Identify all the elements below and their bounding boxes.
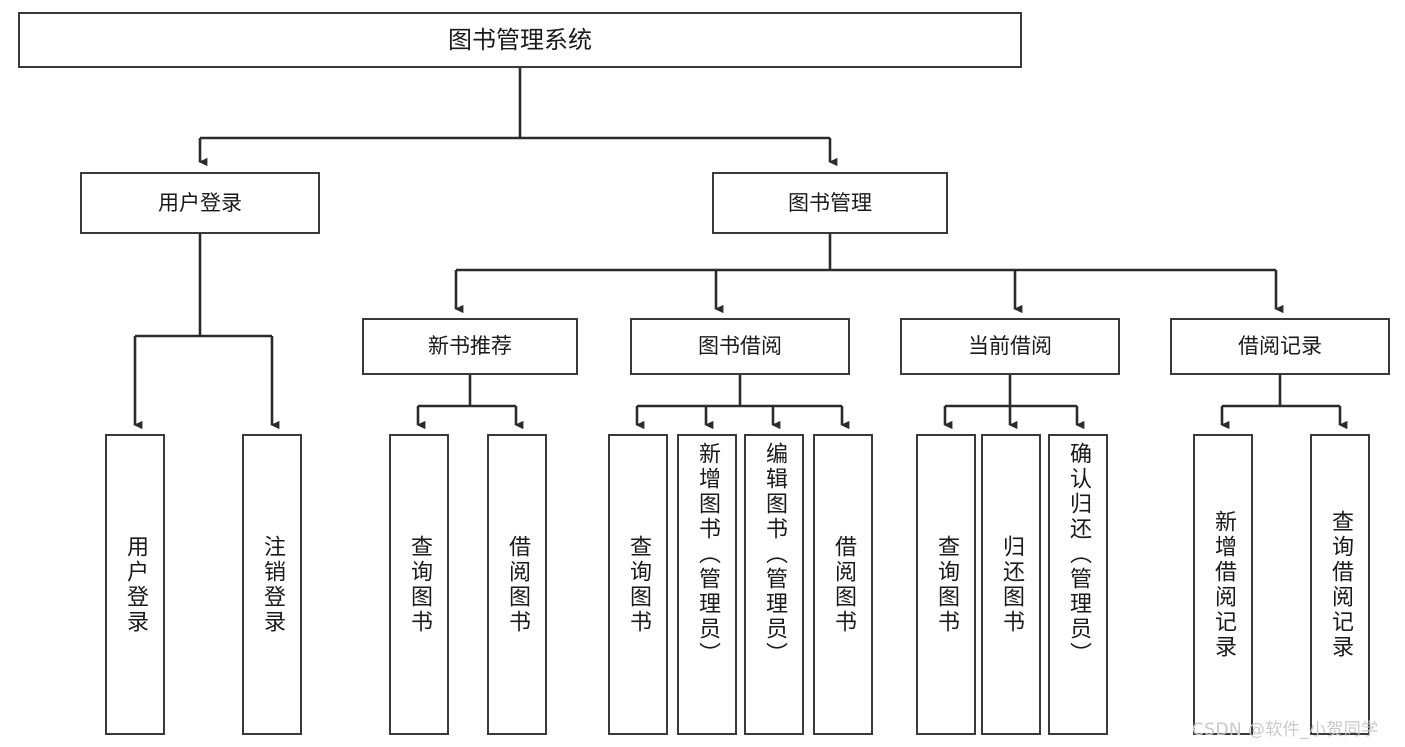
leaf-book-borrow-edit[interactable]: 编辑图书（管理员） <box>744 434 804 735</box>
leaf-book-borrow-lend[interactable]: 借阅图书 <box>813 434 873 735</box>
leaf-current-borrow-confirm-return[interactable]: 确认归还（管理员） <box>1048 434 1108 735</box>
leaf-book-borrow-add[interactable]: 新增图书（管理员） <box>677 434 737 735</box>
leaf-current-borrow-return-label: 归还图书 <box>999 534 1024 635</box>
node-new-book-recommend-label: 新书推荐 <box>428 334 512 359</box>
node-book-management-label: 图书管理 <box>788 190 872 215</box>
leaf-book-borrow-lend-label: 借阅图书 <box>831 534 856 635</box>
node-root[interactable]: 图书管理系统 <box>18 12 1022 68</box>
node-book-borrow-label: 图书借阅 <box>698 334 782 359</box>
leaf-borrow-record-add-label: 新增借阅记录 <box>1211 509 1236 660</box>
leaf-book-borrow-query-label: 查询图书 <box>626 534 651 635</box>
leaf-current-borrow-query[interactable]: 查询图书 <box>916 434 976 735</box>
leaf-user-login-signin-label: 用户登录 <box>123 534 148 635</box>
node-borrow-record-label: 借阅记录 <box>1238 334 1322 359</box>
node-borrow-record[interactable]: 借阅记录 <box>1170 318 1390 375</box>
node-book-management[interactable]: 图书管理 <box>712 172 948 234</box>
leaf-current-borrow-return[interactable]: 归还图书 <box>981 434 1041 735</box>
leaf-user-login-signout-label: 注销登录 <box>260 534 285 635</box>
leaf-borrow-record-query-label: 查询借阅记录 <box>1328 509 1353 660</box>
node-root-label: 图书管理系统 <box>448 25 592 54</box>
leaf-new-book-borrow-label: 借阅图书 <box>505 534 530 635</box>
leaf-new-book-query[interactable]: 查询图书 <box>389 434 449 735</box>
node-book-borrow[interactable]: 图书借阅 <box>630 318 850 375</box>
leaf-new-book-borrow[interactable]: 借阅图书 <box>487 434 547 735</box>
node-user-login[interactable]: 用户登录 <box>80 172 320 234</box>
node-new-book-recommend[interactable]: 新书推荐 <box>362 318 578 375</box>
csdn-watermark: CSDN @软件_小贺同学 <box>1192 720 1379 740</box>
node-current-borrow[interactable]: 当前借阅 <box>900 318 1120 375</box>
leaf-current-borrow-confirm-return-label: 确认归还（管理员） <box>1066 442 1091 667</box>
leaf-book-borrow-query[interactable]: 查询图书 <box>608 434 668 735</box>
leaf-borrow-record-add[interactable]: 新增借阅记录 <box>1193 434 1253 735</box>
leaf-new-book-query-label: 查询图书 <box>407 534 432 635</box>
leaf-book-borrow-add-label: 新增图书（管理员） <box>695 442 720 667</box>
node-current-borrow-label: 当前借阅 <box>968 334 1052 359</box>
leaf-borrow-record-query[interactable]: 查询借阅记录 <box>1310 434 1370 735</box>
node-user-login-label: 用户登录 <box>158 190 242 215</box>
leaf-user-login-signin[interactable]: 用户登录 <box>105 434 165 735</box>
leaf-user-login-signout[interactable]: 注销登录 <box>242 434 302 735</box>
leaf-book-borrow-edit-label: 编辑图书（管理员） <box>762 442 787 667</box>
leaf-current-borrow-query-label: 查询图书 <box>934 534 959 635</box>
